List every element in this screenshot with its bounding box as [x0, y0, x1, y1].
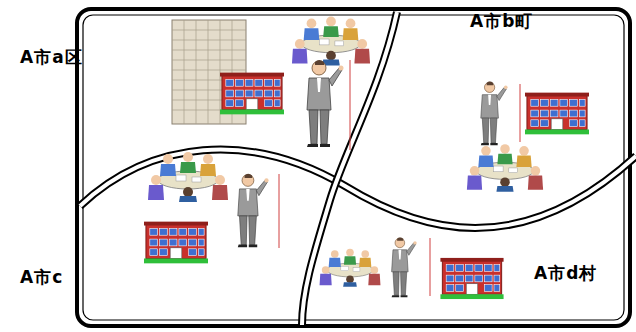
podium-line	[430, 238, 431, 296]
district-label-area: A市d村	[534, 262, 597, 285]
city-boundary	[77, 9, 630, 326]
speaking-man	[238, 174, 269, 247]
school-building	[440, 258, 503, 299]
podium-line	[350, 60, 351, 150]
city-boundary-inner	[83, 15, 624, 320]
school-building	[525, 93, 589, 135]
podium-line	[520, 84, 521, 142]
district-road	[80, 150, 636, 228]
district-road	[302, 12, 397, 325]
district-name: A市b町	[470, 10, 533, 33]
meeting-group	[320, 249, 381, 287]
district-name: A市a区	[20, 46, 83, 69]
speaking-man	[307, 60, 344, 147]
meeting-group	[292, 17, 370, 66]
meeting-group	[148, 152, 228, 202]
district-label-area: A市b町	[470, 10, 533, 33]
district-name: A市c	[20, 266, 63, 289]
speaking-man	[481, 81, 508, 145]
district-label-area: A市a区	[20, 46, 83, 69]
speaking-man	[392, 237, 417, 297]
school-building	[220, 73, 284, 115]
district-road	[302, 12, 397, 325]
school-building	[144, 222, 208, 264]
meeting-group	[467, 144, 543, 192]
podium-line	[279, 174, 280, 248]
district-label-area: A市c	[20, 266, 63, 289]
district-name: A市d村	[534, 262, 597, 285]
district-road	[80, 150, 636, 228]
district-road	[80, 12, 636, 325]
